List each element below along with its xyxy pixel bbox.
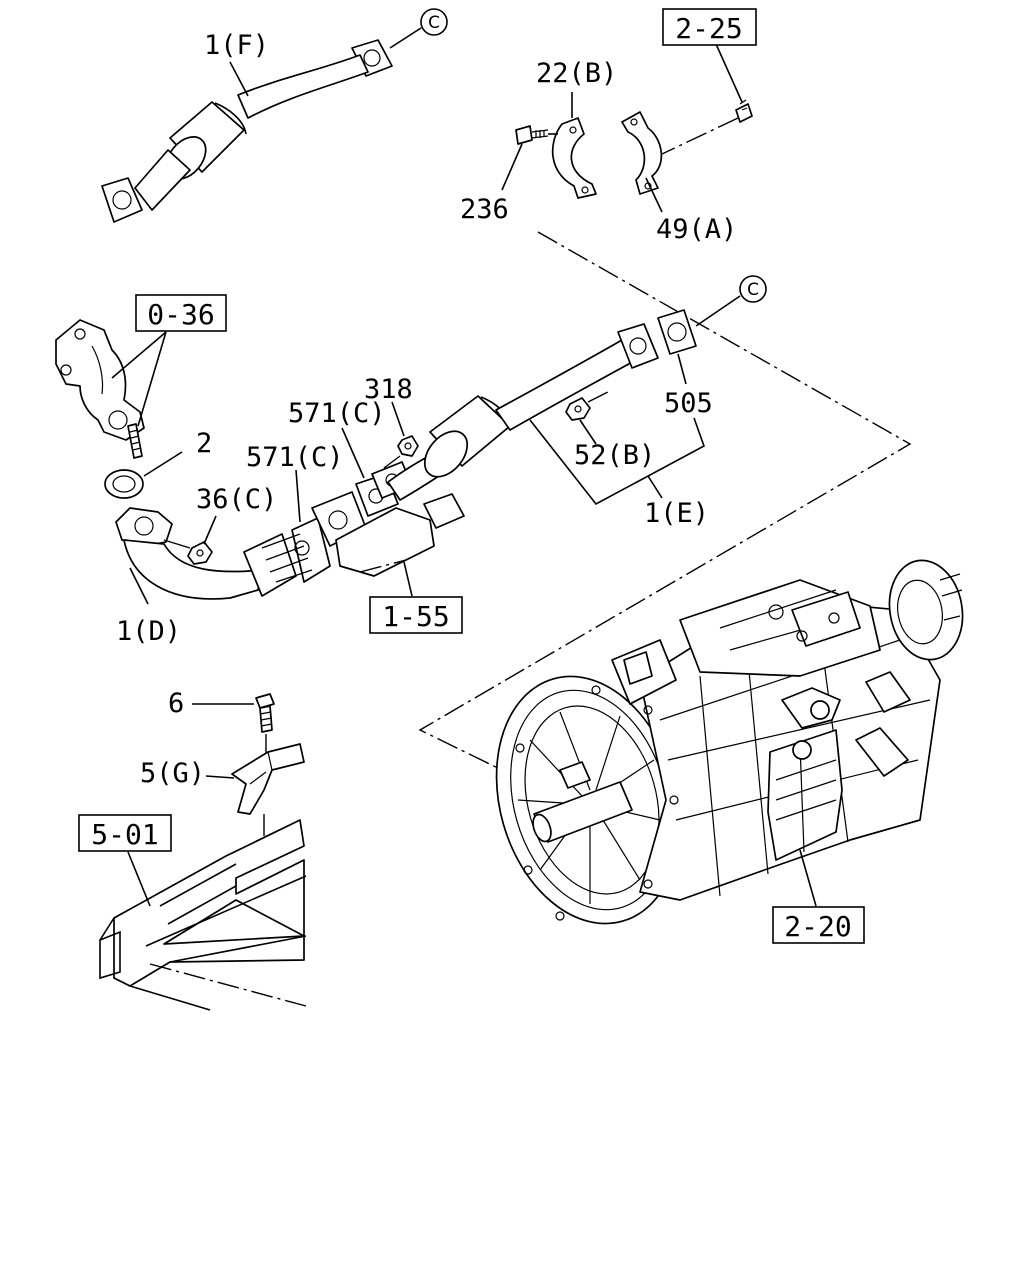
callout-22b: 22(B) [536, 58, 617, 89]
callout-49a: 49(A) [656, 214, 737, 245]
ref-2-25: 2-25 [675, 12, 742, 45]
callout-571c-rear: 571(C) [288, 398, 386, 429]
callout-6: 6 [168, 688, 184, 719]
bolt-6 [255, 693, 275, 733]
callout-1e: 1(E) [644, 498, 709, 529]
connector-c-mid: C [695, 275, 767, 327]
ref-1-55: 1-55 [382, 600, 449, 633]
callout-1d: 1(D) [116, 616, 181, 647]
ref-box-0-36 [135, 294, 227, 332]
ref-box-2-20 [772, 906, 865, 944]
chassis-frame [99, 819, 307, 1011]
ref-5-01: 5-01 [91, 818, 158, 851]
exhaust-brake-valve [311, 461, 465, 577]
ref-box-5-01 [78, 814, 172, 852]
ref-0-36: 0-36 [147, 298, 214, 331]
bracket-5g [231, 743, 305, 815]
assembly-envelope-line [418, 231, 912, 773]
callout-571c-front: 571(C) [246, 442, 344, 473]
bolt-2-25 [735, 99, 753, 123]
callout-2: 2 [196, 428, 212, 459]
exhaust-manifold [55, 319, 145, 441]
connector-label: C [428, 13, 440, 33]
callout-236: 236 [460, 194, 509, 225]
connector-c-top: C [389, 8, 448, 49]
gasket-2 [104, 469, 144, 499]
ref-2-20: 2-20 [784, 910, 851, 943]
ref-box-1-55 [369, 596, 463, 634]
callout-505: 505 [664, 388, 713, 419]
manifold-stud [127, 423, 143, 459]
clamp-22b [551, 117, 597, 199]
gasket-505 [657, 309, 697, 355]
exhaust-pipe-1f [101, 39, 393, 223]
callout-36c: 36(C) [196, 484, 277, 515]
callout-318: 318 [364, 374, 413, 405]
nut-318 [397, 435, 419, 457]
bolt-236 [515, 125, 549, 145]
transmission-assembly [495, 559, 964, 925]
connector-label: C [747, 280, 759, 300]
pipe-1e-bracket [529, 417, 705, 506]
nut-52b [565, 397, 591, 421]
exhaust-pipe-1e [387, 323, 659, 501]
clamp-49a [621, 111, 663, 195]
callout-52b: 52(B) [574, 440, 655, 471]
front-pipe-1d [115, 507, 331, 600]
ref-box-2-25 [662, 8, 757, 46]
callout-1f: 1(F) [204, 30, 269, 61]
callout-5g: 5(G) [140, 758, 205, 789]
